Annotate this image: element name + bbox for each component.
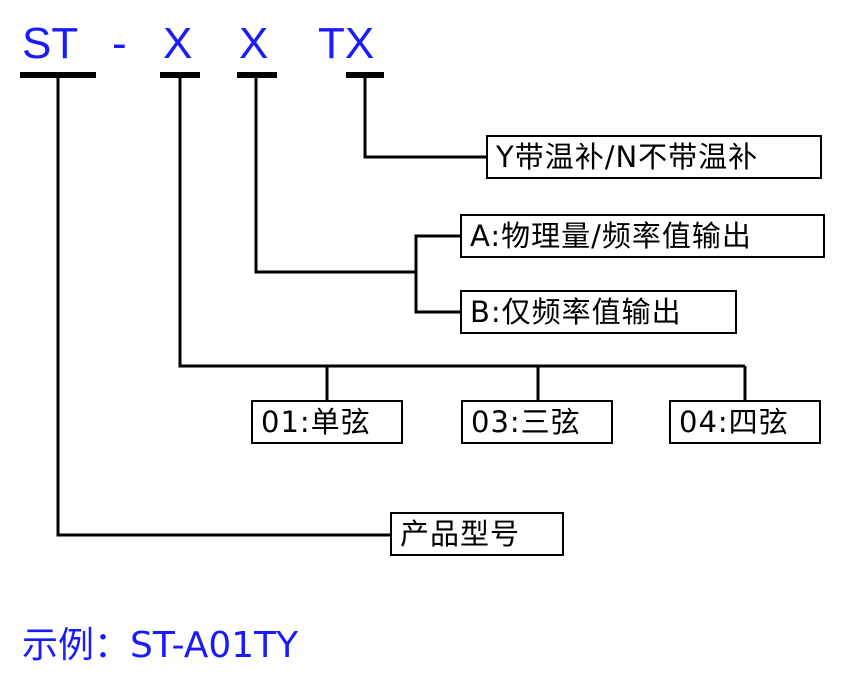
box-string-03: 03:三弦 [461, 400, 613, 444]
box-temp-compensation: Y带温补/N不带温补 [486, 135, 822, 179]
code-prefix: ST [22, 19, 79, 68]
code-var-strings: X [239, 19, 269, 68]
line-var2-to-output [254, 78, 416, 274]
box-output-b: B:仅频率值输出 [460, 290, 737, 334]
code-dash: - [112, 19, 127, 68]
example-text: 示例：ST-A01TY [22, 625, 299, 666]
code-var-output: X [163, 19, 193, 68]
line-output-bracket [414, 234, 460, 314]
box-product-model: 产品型号 [390, 512, 564, 556]
box-output-a: A:物理量/频率值输出 [460, 214, 825, 258]
box-string-04: 04:四弦 [669, 400, 821, 444]
box-string-01: 01:单弦 [251, 400, 403, 444]
code-suffix: TX [318, 19, 375, 68]
line-tx-to-tempcomp [363, 78, 486, 159]
line-var1-to-strings [178, 78, 745, 368]
line-st-to-model [56, 78, 390, 537]
